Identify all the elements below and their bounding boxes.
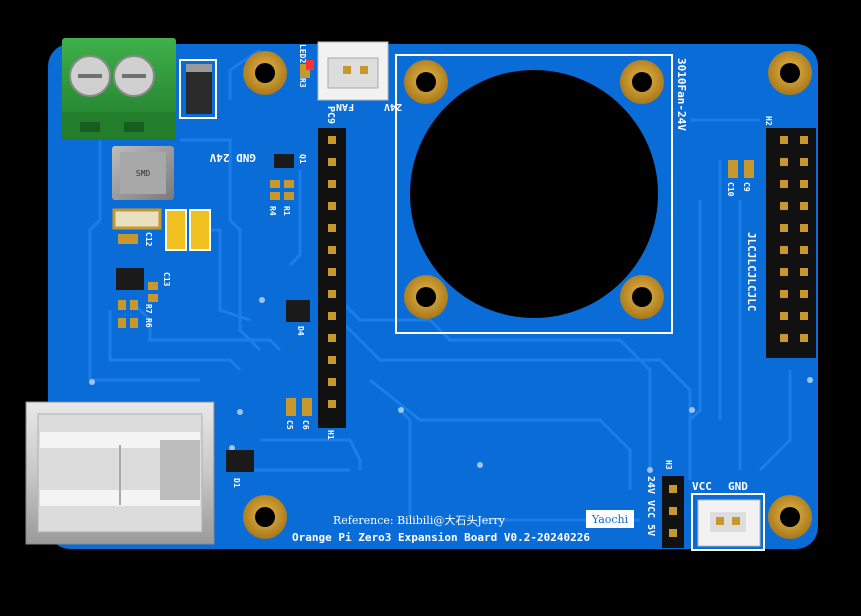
smd-passives <box>118 64 754 416</box>
power-connector <box>691 493 765 551</box>
inductor-marking: SMD <box>136 169 151 178</box>
vcc-label: VCC <box>692 480 712 493</box>
silkscreen: 3010Fan-24V FAN 24V LED2 R3 GND 24V Q1 P… <box>144 44 773 544</box>
header-pin <box>328 334 336 342</box>
fan-label: FAN <box>336 101 354 112</box>
header-pin <box>800 202 808 210</box>
title-text: Orange Pi Zero3 Expansion Board V0.2-202… <box>292 531 590 544</box>
c5-label: C5 <box>285 420 294 430</box>
header-pin <box>328 268 336 276</box>
h3-label: H3 <box>664 460 673 470</box>
jlc-marking: JLCJLCJLCJLC <box>745 232 758 311</box>
h3-pins: 24V VCC 5V <box>645 476 656 536</box>
header-pin <box>800 158 808 166</box>
header-pin <box>780 136 788 144</box>
header-pin <box>800 180 808 188</box>
ics <box>116 154 310 472</box>
header-pin <box>328 158 336 166</box>
h2-label: H2 <box>764 116 773 126</box>
header-pin <box>780 224 788 232</box>
header-pin <box>800 136 808 144</box>
header-pin <box>800 334 808 342</box>
header-pin <box>780 290 788 298</box>
header-pin <box>780 268 788 276</box>
pc9-label: PC9 <box>325 106 336 124</box>
led-label: LED2 <box>298 44 307 63</box>
reference-text: Reference: Bilibili@大石头Jerry <box>333 513 506 527</box>
fan-voltage: 24V <box>384 101 402 112</box>
header-pin <box>328 400 336 408</box>
header-pin <box>780 180 788 188</box>
author-badge-bg <box>586 510 634 528</box>
inductor: SMD <box>112 146 174 200</box>
header-pin <box>328 224 336 232</box>
d1-label: D1 <box>232 478 241 488</box>
header-pin <box>328 246 336 254</box>
mounting-holes <box>243 51 812 539</box>
d4-label: D4 <box>296 326 305 336</box>
power-caps <box>112 208 211 251</box>
led <box>306 60 314 70</box>
header-pin <box>328 202 336 210</box>
c10-label: C10 <box>726 182 735 197</box>
header-pin <box>328 378 336 386</box>
fan-connector <box>317 41 389 101</box>
header-pin <box>328 180 336 188</box>
header-pin <box>780 312 788 320</box>
header-pin <box>800 246 808 254</box>
fan-marking: 3010Fan-24V <box>675 58 688 131</box>
r3-label: R3 <box>298 78 307 88</box>
header-pin <box>800 224 808 232</box>
gnd-label: GND <box>728 480 748 493</box>
fan-footprint <box>395 54 673 334</box>
gnd-24v-label: GND 24V <box>209 151 256 164</box>
header-pin <box>328 312 336 320</box>
header-pin <box>780 246 788 254</box>
c6-label: C6 <box>301 420 310 430</box>
screw-terminal <box>62 38 176 140</box>
header-pin <box>800 312 808 320</box>
header-pin <box>328 136 336 144</box>
pin-header-h1 <box>318 128 346 428</box>
r1-label: R1 <box>282 206 291 216</box>
q1-label: Q1 <box>298 154 307 164</box>
header-pin <box>780 202 788 210</box>
header-pin <box>780 334 788 342</box>
r4-label: R4 <box>268 206 277 216</box>
r6-label: R6 <box>144 318 153 328</box>
header-pin <box>328 356 336 364</box>
copper-traces <box>88 48 792 522</box>
r7-label: R7 <box>144 304 153 314</box>
c13-label: C13 <box>162 272 171 287</box>
header-pin <box>800 290 808 298</box>
c12-label: C12 <box>144 232 153 247</box>
header-pin <box>780 158 788 166</box>
diode <box>179 59 217 119</box>
header-pin <box>800 268 808 276</box>
pin-header-h2 <box>766 128 816 358</box>
c9-label: C9 <box>742 182 751 192</box>
h1-label: H1 <box>326 430 335 440</box>
pin-header-h3 <box>662 476 684 548</box>
author-badge: Yaochi <box>591 513 629 526</box>
usb-connector <box>25 401 215 545</box>
header-pin <box>328 290 336 298</box>
vias <box>89 297 813 473</box>
